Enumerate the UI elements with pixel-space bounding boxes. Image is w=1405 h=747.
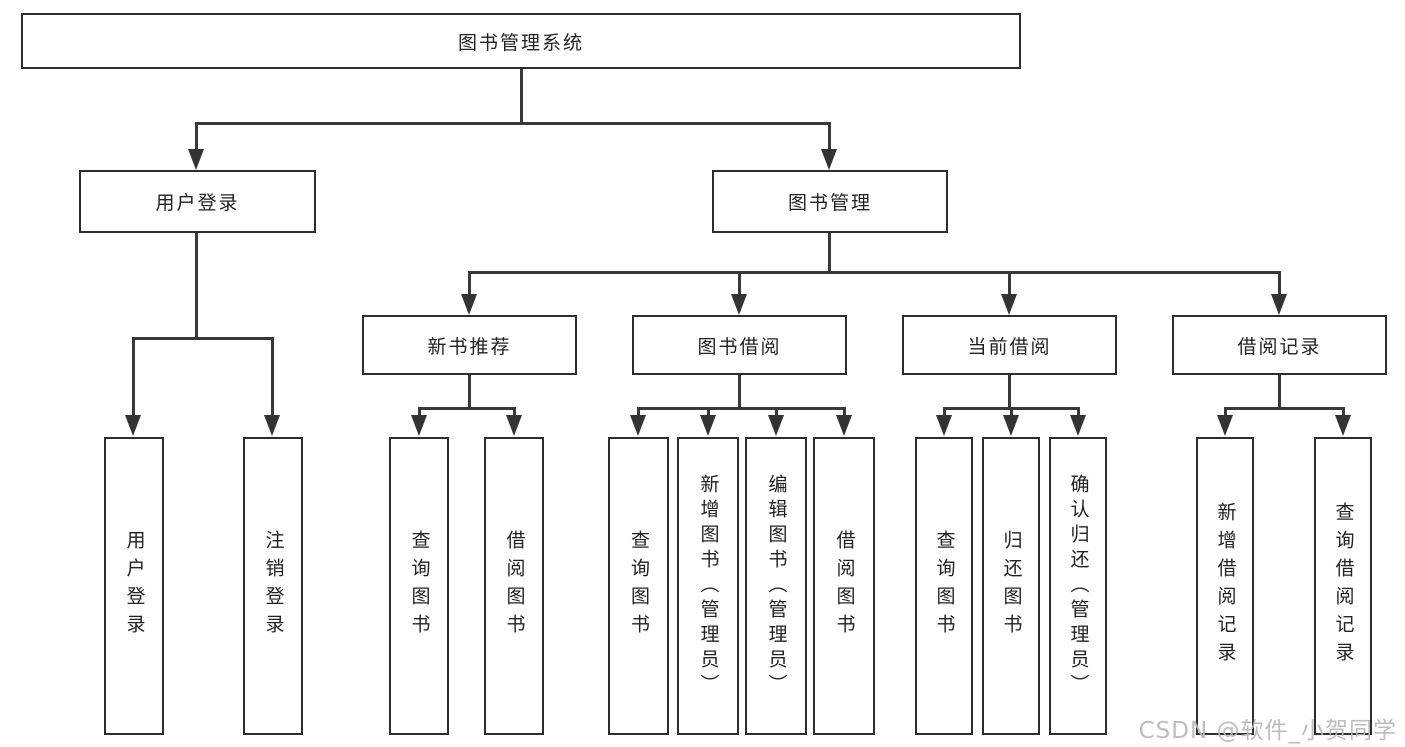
connector-line: [1278, 375, 1281, 407]
node-edit-books-admin-label: 编辑图书（管理员）: [765, 473, 788, 699]
arrow-down-icon: [125, 415, 141, 436]
arrow-down-icon: [188, 149, 204, 170]
node-add-borrow-record-label: 新增借阅记录: [1214, 502, 1237, 670]
node-return-books-label: 归还图书: [1000, 530, 1023, 642]
node-root-label: 图书管理系统: [457, 31, 584, 54]
connector-line: [843, 407, 846, 417]
node-add-borrow-record: 新增借阅记录: [1196, 437, 1254, 735]
connector-line: [1010, 407, 1013, 417]
node-confirm-return-admin: 确认归还（管理员）: [1049, 437, 1107, 735]
node-add-books-admin: 新增图书（管理员）: [677, 437, 739, 735]
arrow-down-icon: [630, 415, 646, 436]
connector-line: [828, 122, 831, 152]
arrow-down-icon: [768, 415, 784, 436]
node-borrow-books-borrowing: 借阅图书: [813, 437, 875, 735]
connector-line: [195, 122, 198, 152]
node-new-book-recommend-label: 新书推荐: [427, 335, 512, 358]
connector-line: [943, 407, 946, 417]
node-borrowing-records-label: 借阅记录: [1237, 335, 1322, 358]
node-query-books-recommend: 查询图书: [389, 437, 449, 735]
arrow-down-icon: [936, 415, 952, 436]
connector-line: [418, 407, 421, 417]
connector-line: [468, 375, 471, 407]
node-add-books-admin-label: 新增图书（管理员）: [697, 473, 720, 699]
node-logout-leaf-label: 注销登录: [262, 530, 285, 642]
arrow-down-icon: [836, 415, 852, 436]
arrow-down-icon: [461, 294, 477, 315]
connector-line: [1225, 407, 1344, 410]
arrow-down-icon: [1271, 294, 1287, 315]
arrow-down-icon: [264, 415, 280, 436]
csdn-watermark: CSDN @软件_小贺同学: [1138, 718, 1397, 744]
node-borrow-books-recommend-label: 借阅图书: [503, 530, 526, 642]
arrow-down-icon: [700, 415, 716, 436]
connector-line: [1008, 271, 1011, 295]
arrow-down-icon: [731, 294, 747, 315]
arrow-down-icon: [1070, 415, 1086, 436]
node-query-books-borrowing: 查询图书: [608, 437, 669, 735]
node-borrow-books-recommend: 借阅图书: [484, 437, 544, 735]
node-confirm-return-admin-label: 确认归还（管理员）: [1067, 473, 1090, 699]
arrow-down-icon: [1217, 415, 1233, 436]
arrow-down-icon: [1335, 415, 1351, 436]
connector-line: [520, 69, 523, 122]
connector-line: [1008, 375, 1011, 407]
node-book-management-label: 图书管理: [787, 192, 872, 214]
node-borrow-books-borrowing-label: 借阅图书: [833, 530, 856, 642]
arrow-down-icon: [1003, 415, 1019, 436]
connector-line: [738, 375, 741, 407]
connector-line: [738, 271, 741, 295]
connector-line: [196, 122, 831, 125]
node-current-borrowing-label: 当前借阅: [967, 335, 1052, 358]
connector-line: [513, 407, 516, 417]
connector-line: [638, 407, 845, 410]
connector-line: [707, 407, 710, 417]
arrow-down-icon: [821, 149, 837, 170]
node-return-books: 归还图书: [982, 437, 1040, 735]
node-edit-books-admin: 编辑图书（管理员）: [745, 437, 807, 735]
connector-line: [1077, 407, 1080, 417]
node-query-books-recommend-label: 查询图书: [408, 530, 431, 642]
node-user-login: 用户登录: [79, 170, 316, 233]
node-query-borrow-record-label: 查询借阅记录: [1332, 502, 1355, 670]
node-current-borrowing: 当前借阅: [902, 315, 1117, 375]
arrow-down-icon: [411, 415, 427, 436]
node-user-login-leaf-label: 用户登录: [123, 530, 146, 642]
arrow-down-icon: [506, 415, 522, 436]
connector-line: [775, 407, 778, 417]
connector-line: [195, 233, 198, 337]
node-book-borrowing: 图书借阅: [632, 315, 847, 375]
connector-line: [828, 233, 831, 271]
connector-line: [469, 271, 1281, 274]
connector-line: [1278, 271, 1281, 295]
node-query-books-current: 查询图书: [915, 437, 973, 735]
connector-line: [1342, 407, 1345, 417]
connector-line: [637, 407, 640, 417]
connector-line: [271, 337, 274, 417]
arrow-down-icon: [1001, 294, 1017, 315]
connector-line: [1224, 407, 1227, 417]
node-query-borrow-record: 查询借阅记录: [1314, 437, 1372, 735]
node-book-borrowing-label: 图书借阅: [697, 335, 782, 358]
node-logout-leaf: 注销登录: [243, 437, 303, 735]
node-root: 图书管理系统: [21, 13, 1021, 69]
connector-line: [468, 271, 471, 295]
connector-line: [419, 407, 515, 410]
node-user-login-label: 用户登录: [155, 192, 240, 214]
node-user-login-leaf: 用户登录: [104, 437, 164, 735]
node-query-books-borrowing-label: 查询图书: [628, 530, 650, 642]
node-new-book-recommend: 新书推荐: [362, 315, 577, 375]
node-query-books-current-label: 查询图书: [933, 530, 956, 642]
connector-line: [132, 337, 135, 417]
connector-line: [133, 337, 274, 340]
node-borrowing-records: 借阅记录: [1172, 315, 1387, 375]
node-book-management: 图书管理: [712, 170, 948, 233]
